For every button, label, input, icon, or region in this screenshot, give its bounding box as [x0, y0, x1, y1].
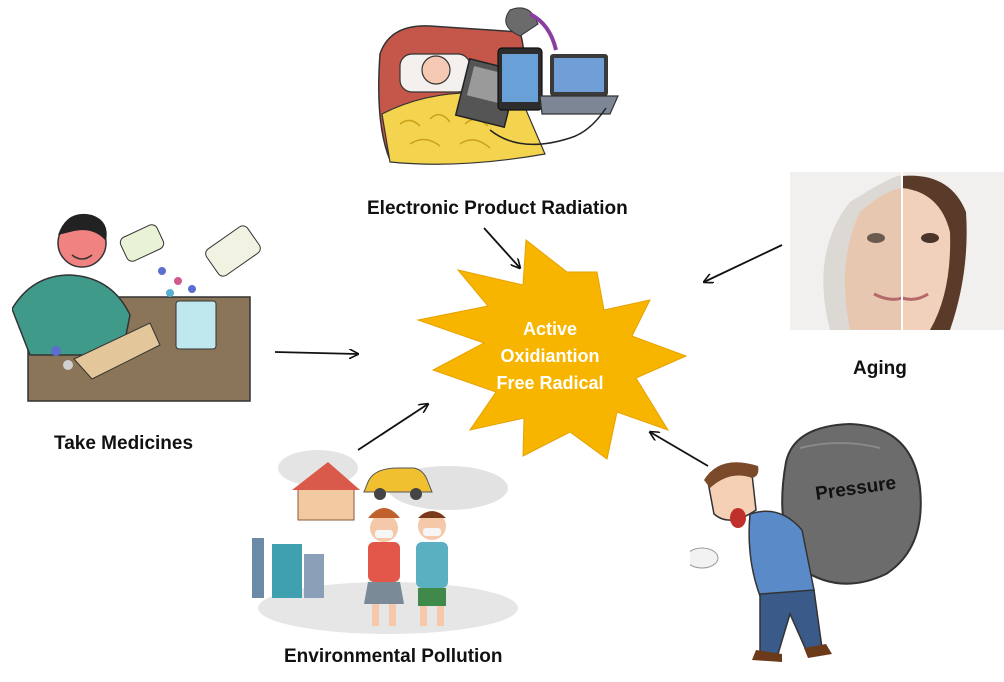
- arrow-electronics: [483, 227, 520, 268]
- person-in-bed-with-devices-illustration: [378, 7, 619, 165]
- center-line-3: Free Radical: [496, 373, 604, 393]
- center-line-2: Oxidiantion: [500, 346, 600, 366]
- starburst-shape: [416, 239, 688, 460]
- man-carrying-heavy-rock-illustration: [690, 422, 922, 662]
- arrow-medicine: [274, 352, 358, 354]
- arrow-pressure: [650, 432, 709, 467]
- aging-label: Aging: [853, 358, 907, 379]
- arrow-aging: [704, 244, 783, 282]
- center-line-1: Active: [522, 319, 578, 339]
- center-label: Active Oxidiantion Free Radical: [470, 316, 630, 397]
- children-in-smog-illustration: [252, 450, 518, 634]
- medicine-label: Take Medicines: [54, 433, 194, 454]
- old-young-face-split-photo: [790, 172, 1004, 330]
- sick-man-with-pills-illustration: [12, 213, 261, 402]
- electronics-label: Electronic Product Radiation: [367, 198, 628, 219]
- pollution-label: Environmental Pollution: [284, 646, 503, 667]
- arrow-pollution: [357, 404, 428, 451]
